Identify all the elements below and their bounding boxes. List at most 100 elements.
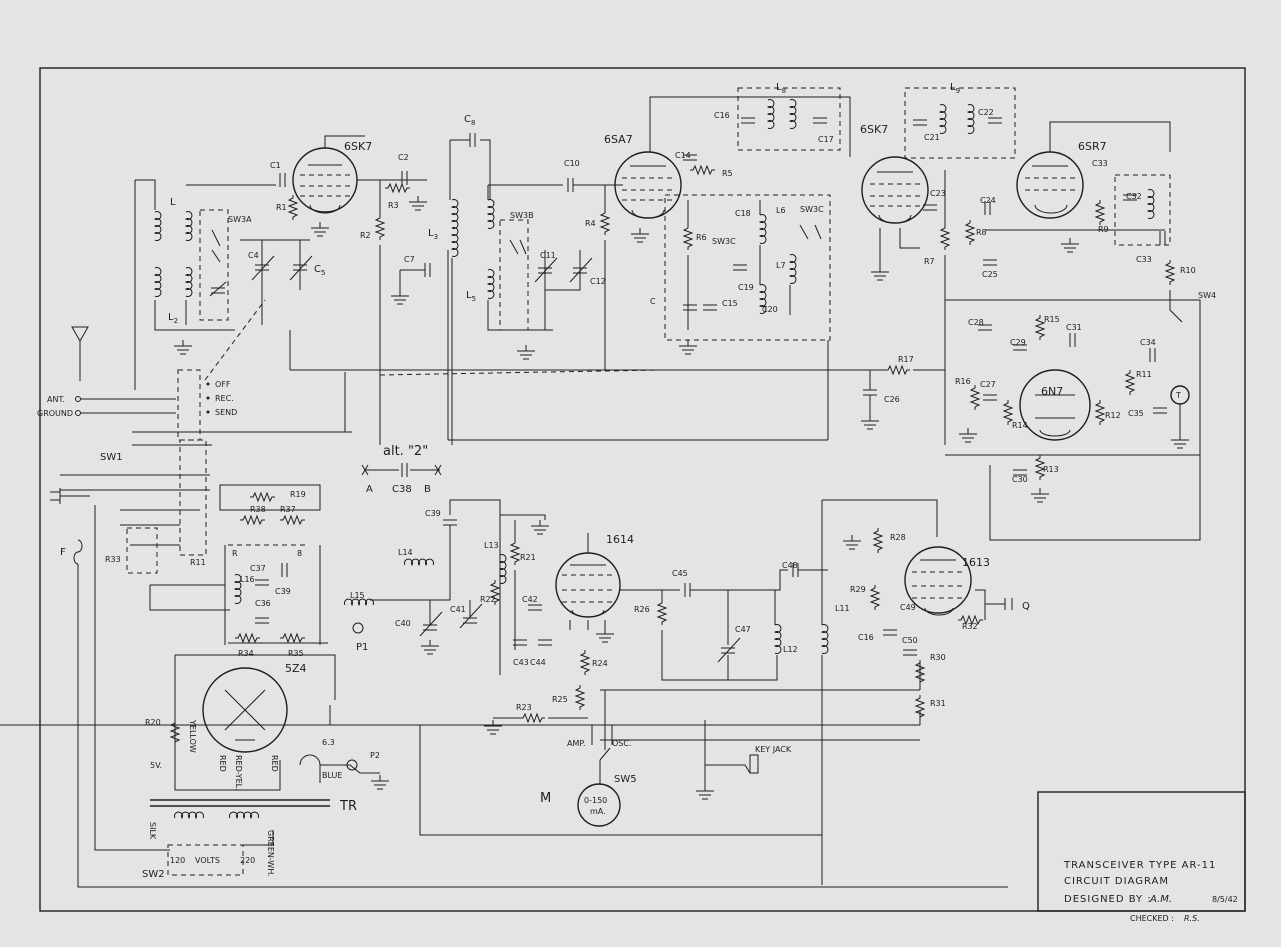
sw3b-label: SW3B [510, 211, 534, 220]
5v-label: 5V. [150, 761, 162, 770]
title-line2: CIRCUIT DIAGRAM [1064, 876, 1169, 887]
heater-pilot: 6.3 BLUE P2 [299, 738, 380, 783]
r1-grid-res: R1 [276, 194, 298, 221]
c23-cap: C23 [922, 189, 946, 211]
meter-unit: mA. [590, 807, 606, 816]
svg-text:R35: R35 [288, 649, 304, 658]
switch-pos-send: SEND [215, 408, 237, 417]
svg-text:C8: C8 [464, 114, 475, 127]
audio-section: C28 R15 C29 C31 C34 R16 C27 R14 R12 R11 … [945, 299, 1201, 484]
red-wire-label: RED [218, 755, 227, 772]
svg-text:C26: C26 [884, 395, 900, 404]
svg-text:R26: R26 [634, 605, 650, 614]
c26-cap: C26 [862, 389, 900, 404]
tube-v5: 6N7 [1019, 369, 1091, 441]
svg-text:R17: R17 [898, 355, 914, 364]
title-block: TRANSCEIVER TYPE AR-11 CIRCUIT DIAGRAM D… [1037, 791, 1246, 923]
svg-text:L16: L16 [240, 575, 255, 584]
c14-cap: C14 [675, 151, 698, 161]
c47-cap: C47 [717, 625, 751, 663]
c5-tuning-cap: C5 [289, 255, 325, 281]
svg-text:C33: C33 [1136, 255, 1152, 264]
fuse-label: F [60, 547, 66, 558]
r8-res: R8 [965, 219, 987, 246]
r19-r36-r37-r38-network: R19 R38 R37 R 8 [219, 484, 321, 558]
svg-text:R31: R31 [930, 699, 946, 708]
svg-text:R11: R11 [190, 558, 206, 567]
svg-text:C39: C39 [425, 509, 441, 518]
yellow-wire-label: YELLOW [188, 719, 197, 753]
svg-text:R14: R14 [1012, 421, 1028, 430]
svg-text:R22: R22 [480, 595, 496, 604]
volt-120-label: 120 [170, 856, 185, 865]
svg-text:C36: C36 [255, 599, 271, 608]
svg-text:C5: C5 [314, 264, 325, 277]
svg-text:R16: R16 [955, 377, 971, 386]
tube-v3: 6SK7 [860, 123, 929, 224]
l14-coil: L14 [398, 548, 434, 566]
svg-text:R37: R37 [280, 505, 296, 514]
svg-text:RED: RED [270, 755, 279, 772]
svg-text:R24: R24 [592, 659, 608, 668]
c45-cap: C45 [672, 569, 691, 598]
c43-c44-caps: C43 C44 [512, 639, 553, 667]
r4-res: R4 [585, 209, 610, 236]
svg-text:L: L [170, 197, 176, 208]
tube-v5-label: 6N7 [1041, 385, 1063, 398]
heater-voltage: 6.3 [322, 738, 335, 747]
phones-label: T [1175, 391, 1181, 400]
svg-text:C39: C39 [275, 587, 291, 596]
svg-text:R11: R11 [1136, 370, 1152, 379]
tube-v6: 1614 [555, 533, 634, 618]
alt-a-label: A [366, 484, 373, 495]
meter-amp-label: AMP. [567, 739, 586, 748]
red-yel-wire-label: RED-YEL. [234, 755, 243, 791]
svg-text:R5: R5 [722, 169, 733, 178]
meter-osc-label: OSC. [612, 739, 632, 748]
c8-cap: C8 [450, 114, 491, 200]
sw2-voltage-switch: 120 VOLTS 220 SW2 [142, 844, 255, 880]
svg-text:L6: L6 [776, 206, 786, 215]
svg-text:L9: L9 [950, 82, 960, 95]
svg-text:R6: R6 [696, 233, 707, 242]
sw3a-label: SW3A [228, 215, 252, 224]
svg-text:C43: C43 [513, 658, 529, 667]
svg-text:R1: R1 [276, 203, 287, 212]
svg-text:C12: C12 [590, 277, 606, 286]
tube-v1: 6SK7 [292, 135, 372, 214]
checked-signature: R.S. [1184, 914, 1200, 923]
svg-text:C16: C16 [714, 111, 730, 120]
svg-text:C32: C32 [1126, 192, 1142, 201]
alt-cap-label: C38 [392, 484, 412, 495]
svg-text:C47: C47 [735, 625, 751, 634]
svg-text:R8: R8 [976, 228, 987, 237]
l8-if-transformer: L8 C16 C17 [714, 82, 841, 151]
r25-res: R25 [552, 684, 585, 711]
svg-text:R25: R25 [552, 695, 568, 704]
heater-color: BLUE [322, 771, 342, 780]
antenna-terminal: ANT. [47, 395, 81, 404]
antenna-symbol [71, 326, 89, 381]
p1-label: P1 [356, 642, 368, 653]
svg-text:R28: R28 [890, 533, 906, 542]
l15-coil: L15 [344, 591, 374, 606]
l4-l5-coils: L5 [466, 184, 563, 331]
volts-label: VOLTS [195, 856, 220, 865]
ground-terminal: GROUND [37, 409, 81, 418]
svg-text:R4: R4 [585, 219, 596, 228]
ground-label: GROUND [37, 409, 73, 418]
svg-text:C16: C16 [858, 633, 874, 642]
r10-res: R10 [1165, 259, 1196, 286]
r28-res: R28 [873, 527, 906, 554]
tube-v4-label: 6SR7 [1078, 140, 1107, 153]
svg-text:C10: C10 [564, 159, 580, 168]
svg-text:C21: C21 [924, 133, 940, 142]
svg-text:L2: L2 [168, 312, 178, 325]
r7-res: R7 [924, 224, 950, 266]
oscillator-section: R6 C C15 C18 L6 L7 C19 C20 SW3C SW3C [650, 194, 831, 341]
svg-text:C4: C4 [248, 251, 259, 260]
drawing-border [39, 67, 1246, 912]
svg-text:C33: C33 [1092, 159, 1108, 168]
ant-label: ANT. [47, 395, 65, 404]
